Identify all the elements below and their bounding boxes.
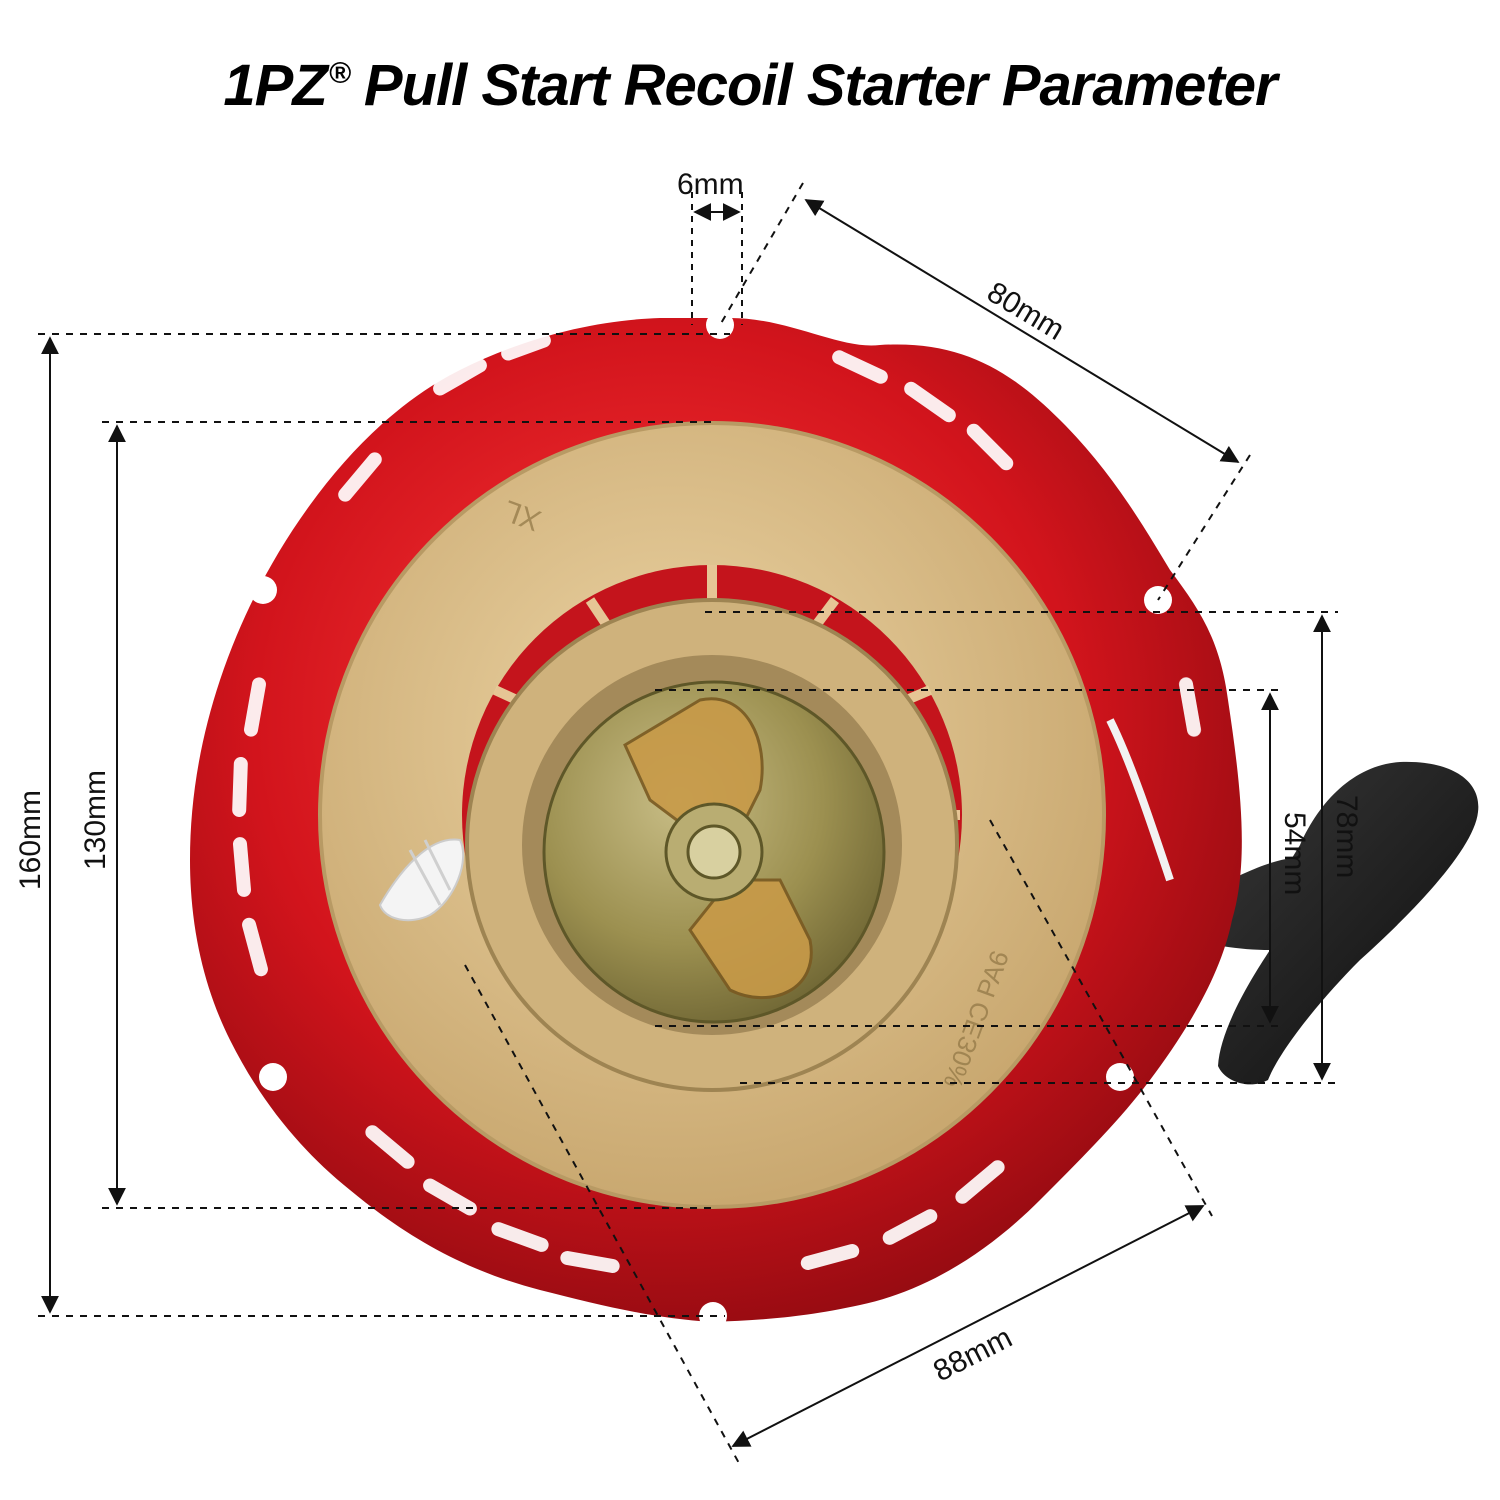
mount-hole-bottom-right <box>1106 1063 1134 1091</box>
mount-hole-top <box>706 311 734 339</box>
dim-88mm-arrow <box>731 1205 1205 1447</box>
dim-80mm-extension-right <box>1157 454 1251 601</box>
title-text: Pull Start Recoil Starter Parameter <box>363 53 1278 118</box>
metal-hub <box>542 680 886 1024</box>
brand-name: 1PZ <box>223 53 327 118</box>
dim-78mm-label: 78mm <box>1330 795 1363 878</box>
mount-hole-bottom-left <box>259 1063 287 1091</box>
dim-80mm-arrow <box>804 199 1240 463</box>
dimension-annotations <box>38 182 1338 1466</box>
dim-54mm-label: 54mm <box>1278 812 1311 895</box>
trademark-symbol: ® <box>328 57 351 90</box>
mount-hole-left <box>249 576 277 604</box>
dim-88mm-extension-left <box>464 964 741 1466</box>
center-nut <box>686 824 742 880</box>
dim-80mm-label: 80mm <box>981 276 1069 347</box>
dim-80mm-extension-top <box>719 182 804 326</box>
dim-6mm-label: 6mm <box>677 168 744 201</box>
rope-knot <box>378 838 465 922</box>
starter-rope <box>1106 718 1174 882</box>
dim-160mm-label: 160mm <box>14 790 47 890</box>
page-title: 1PZ® Pull Start Recoil Starter Parameter <box>0 52 1500 119</box>
dim-88mm-extension-right <box>989 819 1213 1217</box>
dim-88mm-label: 88mm <box>928 1321 1017 1388</box>
dim-130mm-label: 130mm <box>79 770 112 870</box>
